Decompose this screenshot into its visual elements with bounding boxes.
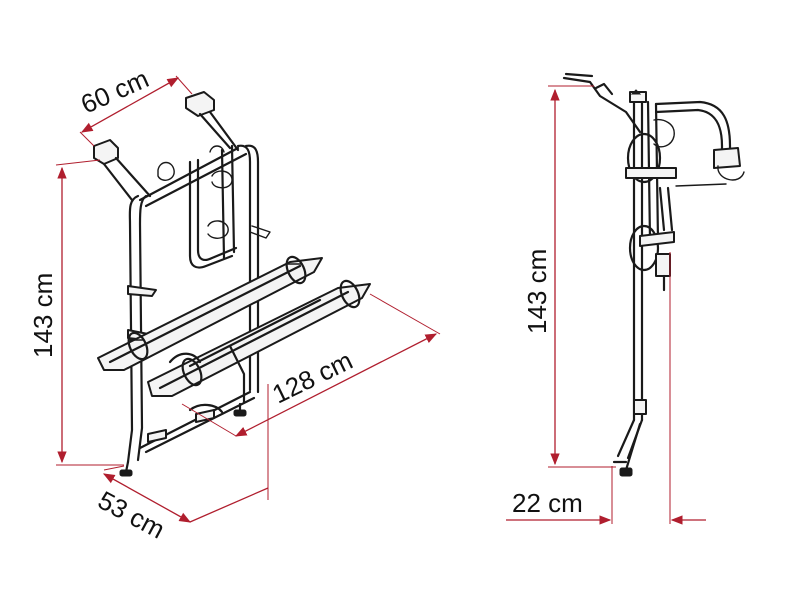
label-length-rails: 128 cm	[267, 345, 357, 409]
label-width-top: 60 cm	[76, 63, 153, 119]
rack-side-view	[562, 72, 745, 477]
label-height-side: 143 cm	[522, 249, 552, 334]
dimension-width-top: 60 cm	[76, 63, 193, 147]
label-offset-side: 22 cm	[512, 488, 583, 518]
dimension-depth-bottom: 53 cm	[93, 384, 269, 545]
label-depth-bottom: 53 cm	[93, 485, 170, 545]
dimension-offset-side: 22 cm	[506, 252, 706, 525]
rack-perspective-view	[93, 91, 371, 477]
dimension-height-side: 143 cm	[522, 85, 616, 468]
dimension-height-left: 143 cm	[28, 159, 124, 466]
top-bracket-left	[93, 139, 134, 202]
top-bracket-right	[185, 91, 232, 150]
bike-rail-upper	[97, 255, 323, 371]
label-height-left: 143 cm	[28, 273, 58, 358]
